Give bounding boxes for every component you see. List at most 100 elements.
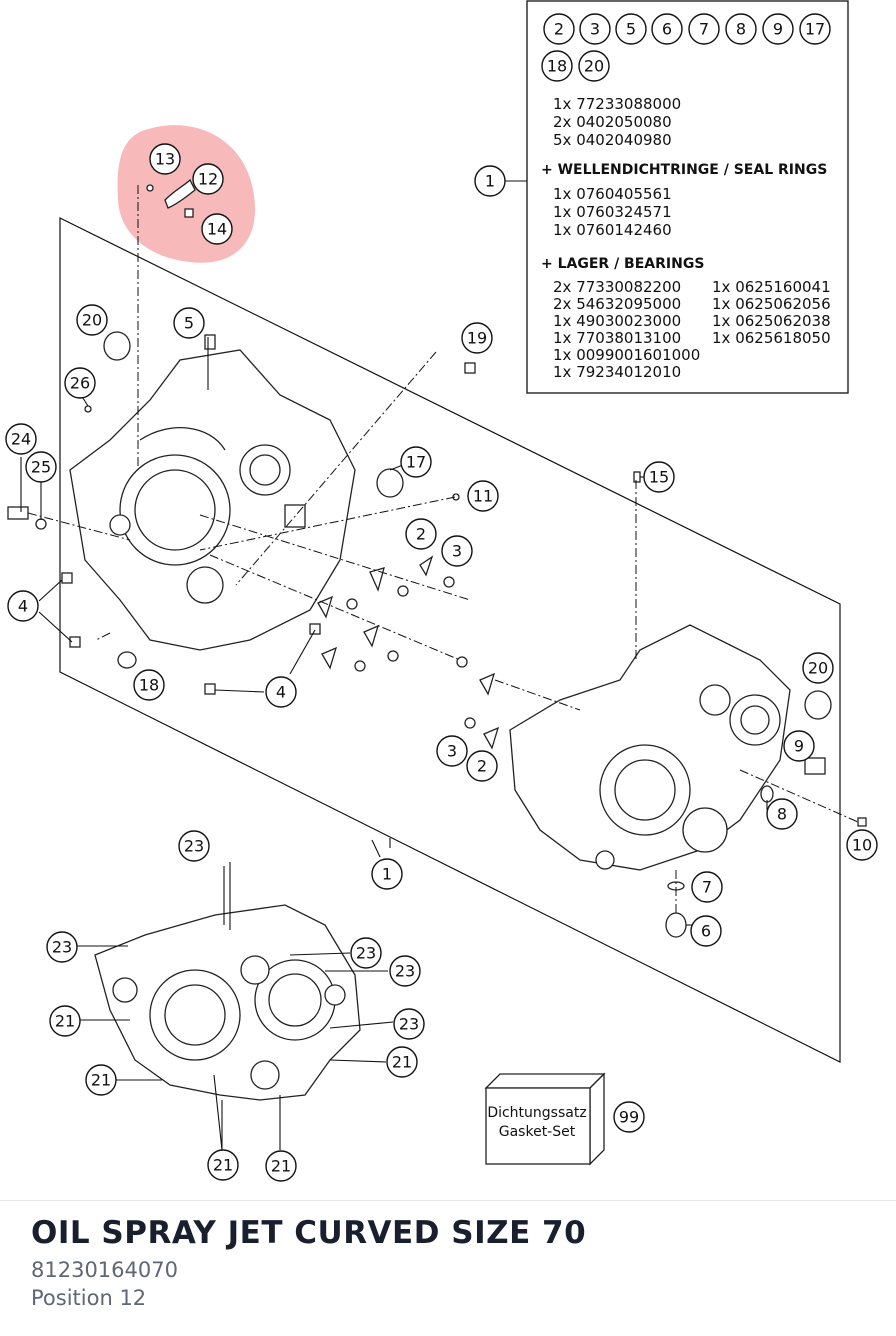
callout-c15[interactable]: 15: [643, 461, 675, 493]
callout-c19[interactable]: 19: [461, 322, 493, 354]
callout-c20a[interactable]: 20: [76, 304, 108, 336]
callout-c11-ring: [467, 480, 499, 512]
callout-c11[interactable]: 11: [467, 480, 499, 512]
callout-c20a-ring: [76, 304, 108, 336]
callout-c23e-label: 23: [399, 1015, 419, 1034]
callout-c21d-ring: [207, 1149, 239, 1181]
callout-c14-ring: [201, 213, 233, 245]
callout-c21a-ring: [49, 1005, 81, 1037]
legend-ref-1-ring: [579, 13, 611, 45]
legend-ref-7[interactable]: 17: [799, 13, 831, 45]
part-position: Position 12: [31, 1286, 147, 1310]
callout-c9[interactable]: 9: [783, 730, 815, 762]
callout-c21c-label: 21: [91, 1071, 111, 1090]
part-number: 81230164070: [31, 1258, 178, 1282]
legend-ref-3-ring: [651, 13, 683, 45]
legend-ref-8-ring: [541, 50, 573, 82]
callout-c9-ring: [783, 730, 815, 762]
callout-c3a[interactable]: 3: [441, 535, 473, 567]
legend-ref-0[interactable]: 2: [543, 13, 575, 45]
legend-ref-9[interactable]: 20: [578, 50, 610, 82]
legend-seal-line-2: 1x 0760142460: [553, 221, 672, 239]
callout-c12-ring: [192, 163, 224, 195]
legend-ref-3-label: 6: [662, 20, 672, 39]
callout-c23c-label: 23: [356, 944, 376, 963]
callout-c26[interactable]: 26: [64, 367, 96, 399]
callout-c24[interactable]: 24: [5, 423, 37, 455]
callout-c23c-ring: [350, 937, 382, 969]
callout-c2a[interactable]: 2: [405, 518, 437, 550]
callout-c15-label: 15: [649, 468, 669, 487]
callout-c23d-label: 23: [395, 962, 415, 981]
callout-c23d[interactable]: 23: [389, 955, 421, 987]
callout-c26-ring: [64, 367, 96, 399]
legend-ref-2-label: 5: [626, 20, 636, 39]
callout-c21b-ring: [386, 1046, 418, 1078]
legend-ref-6[interactable]: 9: [762, 13, 794, 45]
callout-c23a[interactable]: 23: [178, 830, 210, 862]
legend-ref-4-ring: [688, 13, 720, 45]
callout-c8[interactable]: 8: [766, 798, 798, 830]
legend-ref-8[interactable]: 18: [541, 50, 573, 82]
legend-ref-1[interactable]: 3: [579, 13, 611, 45]
callout-c1a[interactable]: 1: [474, 165, 506, 197]
callout-c12-label: 12: [198, 170, 218, 189]
legend-main-line-0: 1x 77233088000: [553, 95, 681, 113]
legend-ref-4[interactable]: 7: [688, 13, 720, 45]
callout-c4b-label: 4: [276, 683, 286, 702]
callout-c14[interactable]: 14: [201, 213, 233, 245]
left-crankcase-half: [69, 349, 356, 651]
callout-c23d-ring: [389, 955, 421, 987]
legend-ref-2[interactable]: 5: [615, 13, 647, 45]
legend-ref-7-ring: [799, 13, 831, 45]
callout-c10-label: 10: [852, 836, 872, 855]
callout-c17[interactable]: 17: [400, 446, 432, 478]
callout-c7[interactable]: 7: [691, 871, 723, 903]
callout-c23e[interactable]: 23: [393, 1008, 425, 1040]
callout-c23c[interactable]: 23: [350, 937, 382, 969]
legend-bearing-left-1: 2x 54632095000: [553, 295, 681, 313]
callout-c12[interactable]: 12: [192, 163, 224, 195]
callout-c17-ring: [400, 446, 432, 478]
callout-c2b[interactable]: 2: [466, 750, 498, 782]
callout-c25[interactable]: 25: [25, 451, 57, 483]
callout-c10[interactable]: 10: [846, 829, 878, 861]
callout-c13-label: 13: [155, 150, 175, 169]
callout-c21e[interactable]: 21: [265, 1150, 297, 1182]
callout-c23e-ring: [393, 1008, 425, 1040]
callout-c21a[interactable]: 21: [49, 1005, 81, 1037]
callout-c20b[interactable]: 20: [802, 652, 834, 684]
legend-ref-3[interactable]: 6: [651, 13, 683, 45]
callout-c4a-ring: [7, 590, 39, 622]
callout-c21c-ring: [85, 1064, 117, 1096]
callout-c6[interactable]: 6: [690, 915, 722, 947]
callout-c21d[interactable]: 21: [207, 1149, 239, 1181]
callout-c21b[interactable]: 21: [386, 1046, 418, 1078]
legend-bearing-right-0: 1x 0625160041: [712, 278, 831, 296]
callout-c1b[interactable]: 1: [371, 858, 403, 890]
part-info-panel: OIL SPRAY JET CURVED SIZE 70 81230164070…: [0, 1200, 896, 1336]
callout-c7-ring: [691, 871, 723, 903]
callout-c4b[interactable]: 4: [265, 676, 297, 708]
leader-lines: [20, 185, 859, 1151]
assembly-frame: [59, 217, 841, 1063]
callout-c1a-ring: [474, 165, 506, 197]
callout-c26-label: 26: [70, 374, 90, 393]
callout-c3b[interactable]: 3: [436, 735, 468, 767]
callout-c13[interactable]: 13: [149, 143, 181, 175]
legend-ref-4-label: 7: [699, 20, 709, 39]
callout-c5[interactable]: 5: [173, 307, 205, 339]
callout-c4a[interactable]: 4: [7, 590, 39, 622]
callout-c21c[interactable]: 21: [85, 1064, 117, 1096]
legend-ref-5[interactable]: 8: [725, 13, 757, 45]
callout-c21a-label: 21: [55, 1012, 75, 1031]
callout-gasket[interactable]: 99: [613, 1101, 645, 1133]
callout-c3a-label: 3: [452, 542, 462, 561]
legend-bearing-left-4: 1x 0099001601000: [553, 346, 700, 364]
callout-c18[interactable]: 18: [133, 669, 165, 701]
callout-c13-ring: [149, 143, 181, 175]
legend-main-line-2: 5x 0402040980: [553, 131, 672, 149]
callout-c1b-label: 1: [382, 865, 392, 884]
callout-c23b[interactable]: 23: [46, 931, 78, 963]
